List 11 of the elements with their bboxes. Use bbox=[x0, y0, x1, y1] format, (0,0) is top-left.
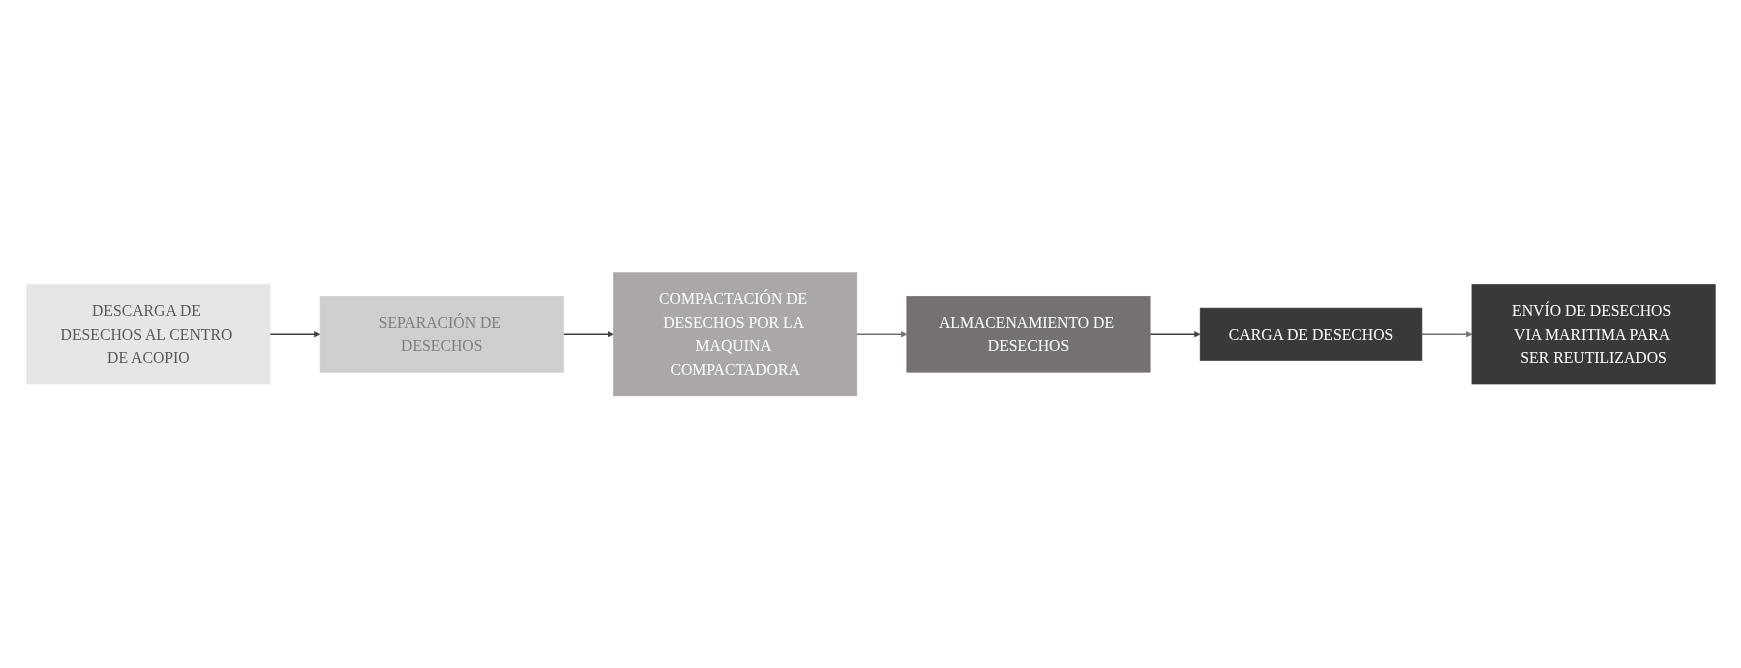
node-box: ALMACENAMIENTO DE DESECHOS bbox=[906, 295, 1150, 373]
node-box: ENVÍO DE DESECHOS VIA MARITIMA PARA SER REUTILIZADOS bbox=[1471, 283, 1716, 385]
node-box: SEPARACIÓN DE DESECHOS bbox=[319, 295, 564, 373]
arrow bbox=[855, 330, 907, 338]
node-box: CARGA DE DESECHOS bbox=[1199, 307, 1422, 361]
arrow bbox=[268, 330, 320, 338]
arrow bbox=[562, 330, 614, 338]
node-box: DESCARGA DE DESECHOS AL CENTRO DE ACOPIO bbox=[25, 283, 270, 385]
arrow bbox=[1148, 330, 1200, 338]
node-box: COMPACTACIÓN DE DESECHOS POR LA MAQUINA COMPACTADORA bbox=[612, 272, 857, 396]
arrow bbox=[1420, 330, 1472, 338]
